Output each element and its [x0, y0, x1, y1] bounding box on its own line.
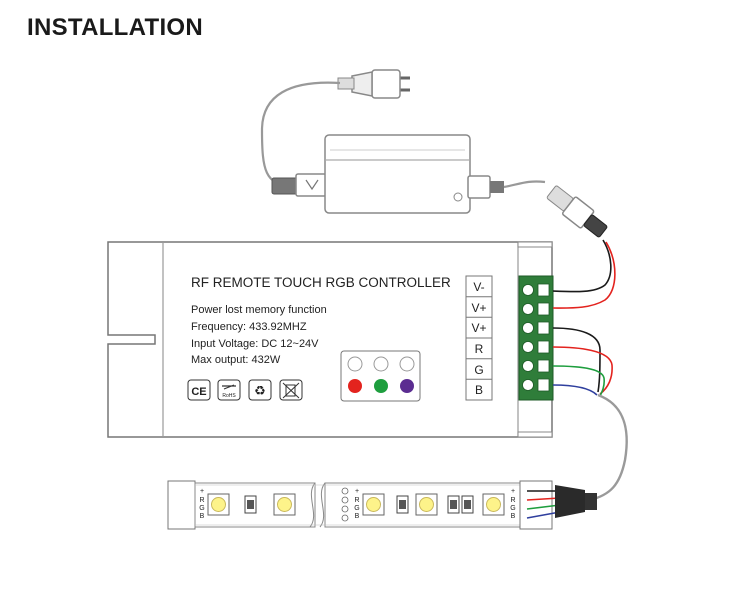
pin-label: B — [200, 513, 205, 520]
resistor — [396, 495, 409, 514]
pin-label: G — [199, 505, 204, 512]
solder-pads — [341, 487, 349, 522]
resistor — [244, 495, 257, 514]
controller-specs: Power lost memory function Frequency: 43… — [191, 304, 327, 366]
terminal-label: V+ — [471, 321, 486, 335]
rohs-icon: RoHS — [217, 379, 241, 401]
power-input-wires — [552, 239, 616, 309]
led-chip — [273, 493, 296, 516]
pin-label: + — [511, 488, 515, 495]
led-chip — [362, 493, 385, 516]
resistor — [461, 495, 474, 514]
pin-label: G — [354, 505, 359, 512]
pin-label: R — [199, 497, 204, 504]
dc-cable — [503, 180, 546, 189]
green-indicator-light — [374, 379, 388, 393]
pin-label: + — [355, 488, 359, 495]
led-chip — [207, 493, 230, 516]
pin-label: + — [200, 488, 204, 495]
recycle-icon: ♻ — [248, 379, 272, 401]
power-adapter — [271, 134, 504, 214]
weee-bin-icon — [279, 379, 303, 401]
terminal-block — [518, 275, 554, 401]
strip-cable — [589, 393, 628, 502]
page-title: INSTALLATION — [27, 14, 204, 41]
terminal-label: V- — [473, 280, 484, 294]
spec-line: Input Voltage: DC 12~24V — [191, 338, 319, 350]
strip-pin-labels: + R G B — [510, 488, 515, 520]
ce-mark-icon: CE — [187, 379, 211, 401]
pin-label: B — [355, 513, 360, 520]
terminal-label: B — [475, 383, 483, 397]
led-chip — [415, 493, 438, 516]
pin-label: G — [510, 505, 515, 512]
indicator-light — [399, 356, 415, 372]
strip-connector — [555, 485, 597, 518]
spec-line: Power lost memory function — [191, 304, 327, 316]
spec-line: Frequency: 433.92MHZ — [191, 321, 307, 333]
led-strip: + R G B + R G B + R G B — [167, 480, 553, 530]
pin-label: B — [511, 513, 516, 520]
dc-barrel-jack — [546, 185, 608, 238]
red-indicator-light — [348, 379, 362, 393]
blue-indicator-light — [400, 379, 414, 393]
strip-pin-labels: + R G B — [354, 488, 359, 520]
indicator-panel — [340, 350, 421, 402]
controller-name: RF REMOTE TOUCH RGB CONTROLLER — [191, 275, 451, 290]
strip-pin-labels: + R G B — [199, 488, 204, 520]
indicator-light — [373, 356, 389, 372]
power-plug — [337, 69, 410, 99]
svg-text:CE: CE — [191, 386, 206, 398]
svg-text:♻: ♻ — [254, 384, 266, 399]
terminal-label: R — [475, 342, 484, 356]
certification-icons: CE RoHS ♻ — [187, 379, 303, 401]
pin-label: R — [510, 497, 515, 504]
indicator-light — [347, 356, 363, 372]
svg-text:RoHS: RoHS — [222, 393, 236, 399]
resistor — [447, 495, 460, 514]
terminal-labels: V- V+ V+ R G B — [465, 275, 493, 401]
terminal-label: V+ — [471, 301, 486, 315]
spec-line: Max output: 432W — [191, 354, 281, 366]
led-chip — [482, 493, 505, 516]
terminal-label: G — [474, 363, 483, 377]
pin-label: R — [354, 497, 359, 504]
strip-connector-wires — [526, 490, 561, 519]
output-wires — [552, 327, 613, 397]
